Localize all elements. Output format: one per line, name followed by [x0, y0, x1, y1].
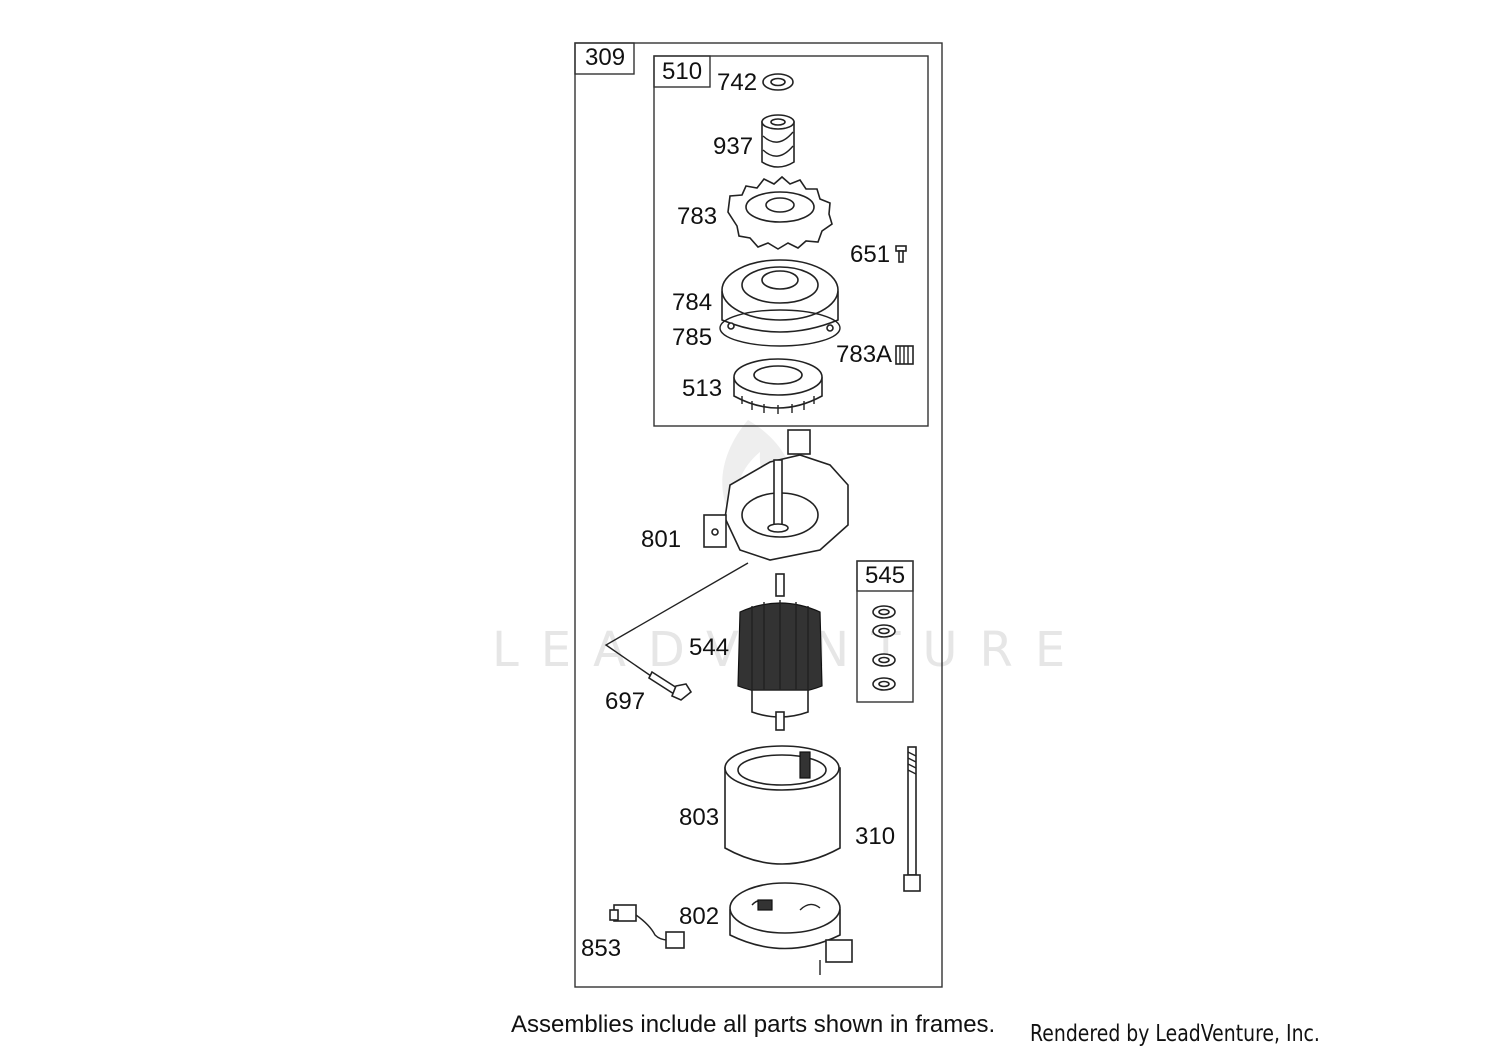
frame-label-545: 545 [865, 562, 905, 589]
end-cap-icon[interactable] [703, 429, 849, 561]
washer-kit[interactable] [872, 605, 896, 691]
drive-cover-icon[interactable] [721, 259, 839, 333]
assembly-note: Assemblies include all parts shown in fr… [511, 1011, 996, 1038]
callout-697[interactable]: 697 [605, 688, 645, 715]
callout-544[interactable]: 544 [689, 634, 729, 661]
armature-icon[interactable] [737, 573, 823, 731]
frame-309[interactable]: 309 [574, 42, 943, 988]
bolt-icon[interactable] [604, 562, 749, 701]
frame-label-309: 309 [585, 44, 625, 71]
render-credit: Rendered by LeadVenture, Inc. [1030, 1021, 1320, 1047]
screw-icon[interactable] [895, 245, 907, 263]
callout-labels: 742 937 783 651 784 785 783A 513 801 544… [581, 69, 895, 962]
callout-803[interactable]: 803 [679, 804, 719, 831]
thru-bolt-icon[interactable] [903, 746, 921, 892]
callout-802[interactable]: 802 [679, 903, 719, 930]
clutch-gear-icon[interactable] [733, 358, 823, 414]
callout-742[interactable]: 742 [717, 69, 757, 96]
clip-icon[interactable] [762, 73, 794, 91]
pinion-gear-icon[interactable] [895, 345, 914, 365]
watermark-flame-logo [722, 420, 794, 530]
callout-310[interactable]: 310 [855, 823, 895, 850]
callout-801[interactable]: 801 [641, 526, 681, 553]
motor-housing-icon[interactable] [724, 745, 841, 865]
helix-pinion-icon[interactable] [761, 114, 795, 168]
frame-545[interactable]: 545 [856, 560, 914, 703]
gear-icon[interactable] [727, 175, 833, 250]
brush-plate-icon[interactable] [729, 882, 853, 975]
callout-937[interactable]: 937 [713, 133, 753, 160]
callout-784[interactable]: 784 [672, 289, 712, 316]
callout-853[interactable]: 853 [581, 935, 621, 962]
frame-label-510: 510 [662, 58, 702, 85]
callout-783[interactable]: 783 [677, 203, 717, 230]
callout-783A[interactable]: 783A [836, 341, 892, 368]
callout-513[interactable]: 513 [682, 375, 722, 402]
gasket-icon[interactable] [719, 309, 841, 347]
frame-510[interactable]: 510 [653, 55, 929, 427]
callout-785[interactable]: 785 [672, 324, 712, 351]
callout-651[interactable]: 651 [850, 241, 890, 268]
connector-harness-icon[interactable] [609, 904, 685, 949]
